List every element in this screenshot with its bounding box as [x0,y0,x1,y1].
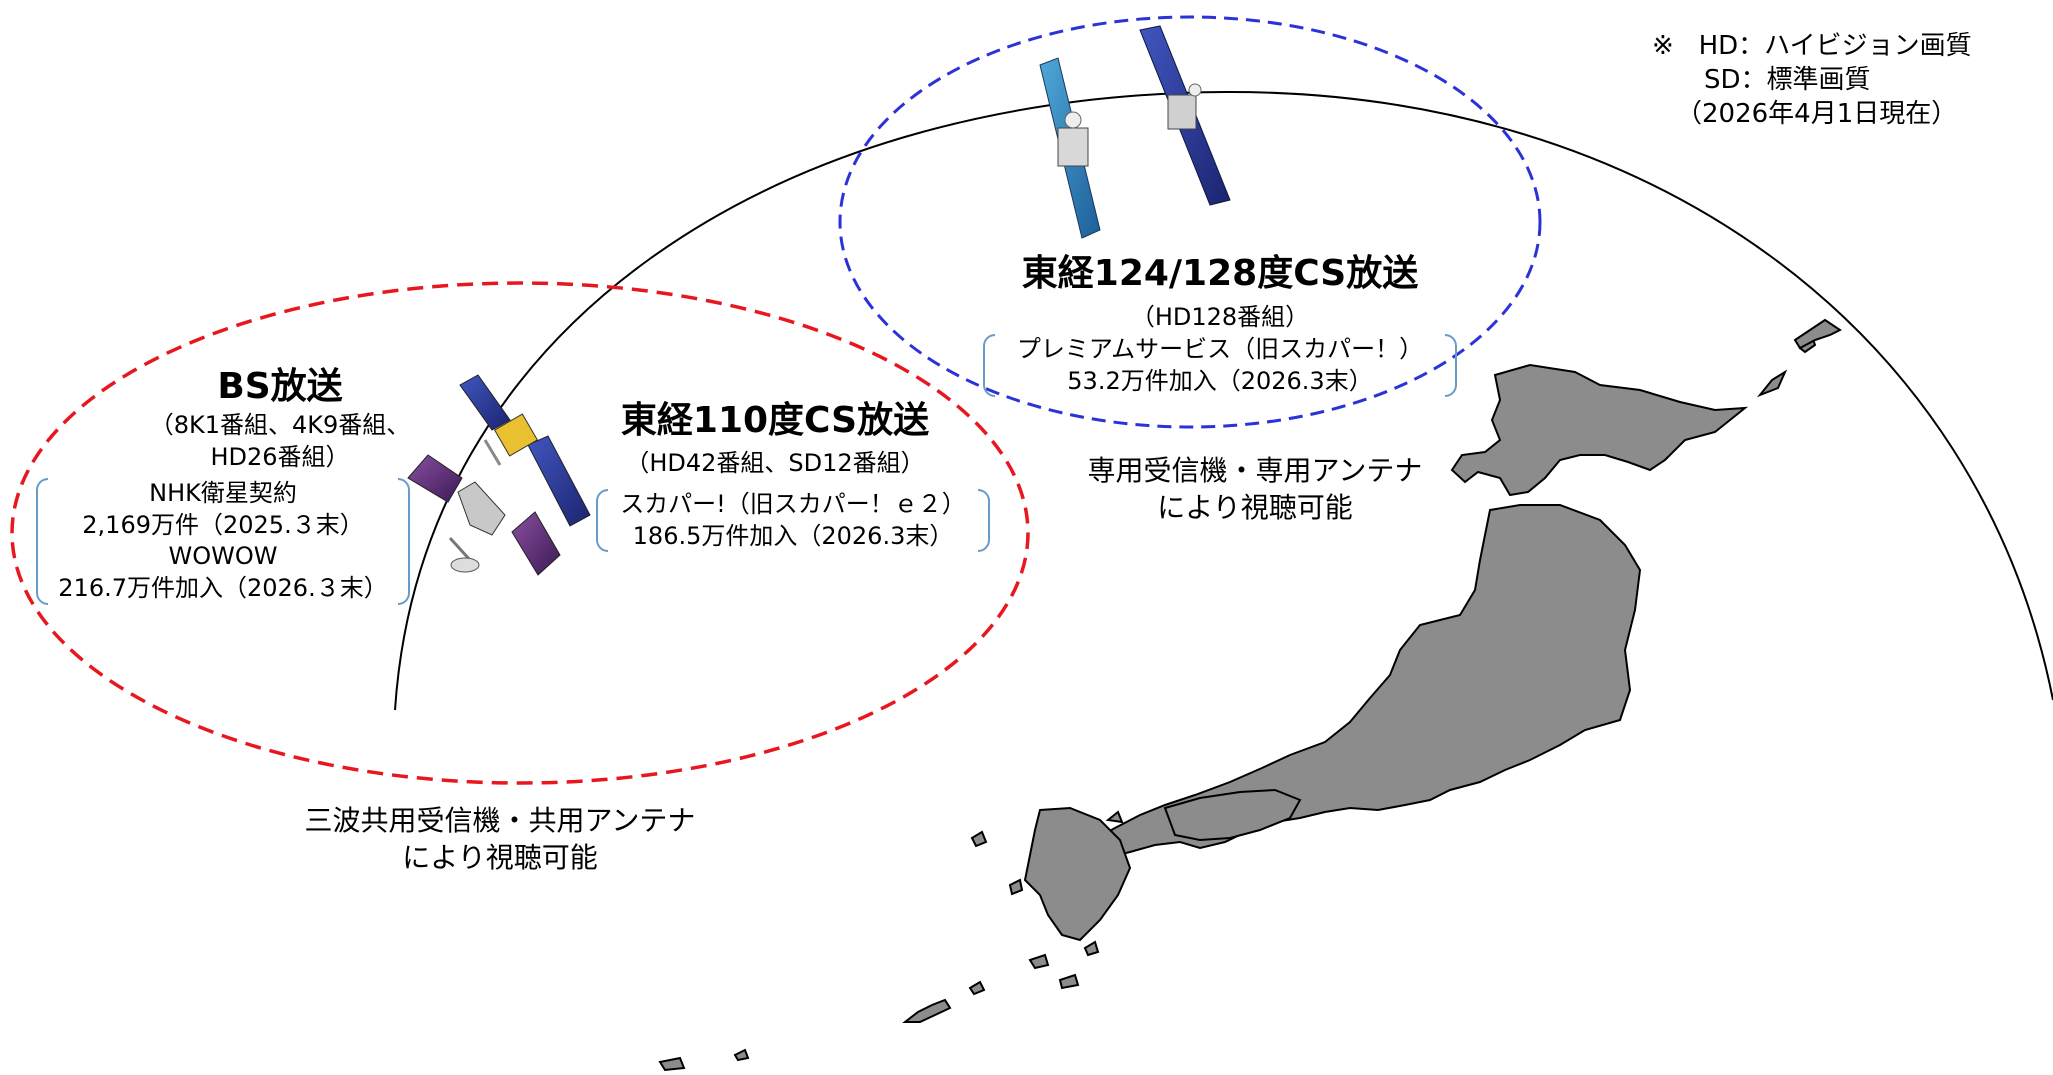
bs-nhk-count: 2,169万件（2025.３末） [82,510,364,539]
cs110-service: スカパー!（旧スカパー！ｅ２） [620,490,966,518]
reception-shared-line1: 三波共用受信機・共用アンテナ [304,804,696,837]
bs-nhk-label: NHK衛星契約 [149,479,297,507]
bs-satellite-image [407,454,561,576]
reception-shared-line2: により視聴可能 [402,840,598,874]
cs124-subscribers: 53.2万件加入（2026.3末） [1067,366,1373,395]
cs124-channels: （HD128番組） [1130,303,1310,331]
cs110-subscribers: 186.5万件加入（2026.3末） [632,521,954,550]
reception-dedicated-line2: により視聴可能 [1157,490,1353,524]
note-mark: ※ [1652,31,1674,61]
japan-map [658,318,1842,1072]
cs110-title: 東経110度CS放送 [620,400,930,441]
note-sd: SD：標準画質 [1704,64,1871,95]
shikoku-shape [1163,788,1302,842]
note-date: （2026年4月1日現在） [1676,98,1958,129]
bs-wowow-label: WOWOW [168,542,278,571]
reception-shared: 三波共用受信機・共用アンテナ により視聴可能 [240,803,760,877]
cs124-group-ellipse [838,15,1542,429]
legend-note: ※ HD：ハイビジョン画質 SD：標準画質 （2026年4月1日現在） [1652,30,1972,131]
bs-channels-line2: HD26番組） [210,443,350,471]
cs124-service: プレミアムサービス（旧スカパー！） [1016,335,1424,363]
bs-channels-line1: （8K1番組、4K9番組、 [149,411,411,439]
bs-cs110-group-ellipse [10,281,1030,785]
kyushu-shape [1023,806,1132,942]
cs124-satellite-image-1 [1039,57,1101,239]
cs124-title: 東経124/128度CS放送 [1021,253,1419,294]
cs124-subscriber-box: プレミアムサービス（旧スカパー！） 53.2万件加入（2026.3末） [983,334,1457,398]
reception-dedicated: 専用受信機・専用アンテナ により視聴可能 [1030,453,1480,527]
bs-title: BS放送 [217,366,343,407]
bs-wowow-count: 216.7万件加入（2026.３末） [58,574,388,603]
kuril-islands-shape [1756,369,1788,398]
note-hd: HD：ハイビジョン画質 [1698,31,1972,61]
hokkaido-shape [1450,363,1749,497]
cs124-satellite-image-2 [1139,25,1231,206]
cs110-subscriber-box: スカパー!（旧スカパー！ｅ２） 186.5万件加入（2026.3末） [596,489,990,553]
honshu-shape [1088,504,1642,860]
reception-dedicated-line1: 専用受信機・専用アンテナ [1087,454,1423,487]
bs-subscriber-box: NHK衛星契約 2,169万件（2025.３末） WOWOW 216.7万件加入… [36,478,410,605]
cs110-satellite-image [459,374,591,527]
cs110-channels: （HD42番組、SD12番組） [625,449,925,477]
nansei-islands-shape [902,998,952,1023]
earth-horizon-arc [394,90,2053,711]
